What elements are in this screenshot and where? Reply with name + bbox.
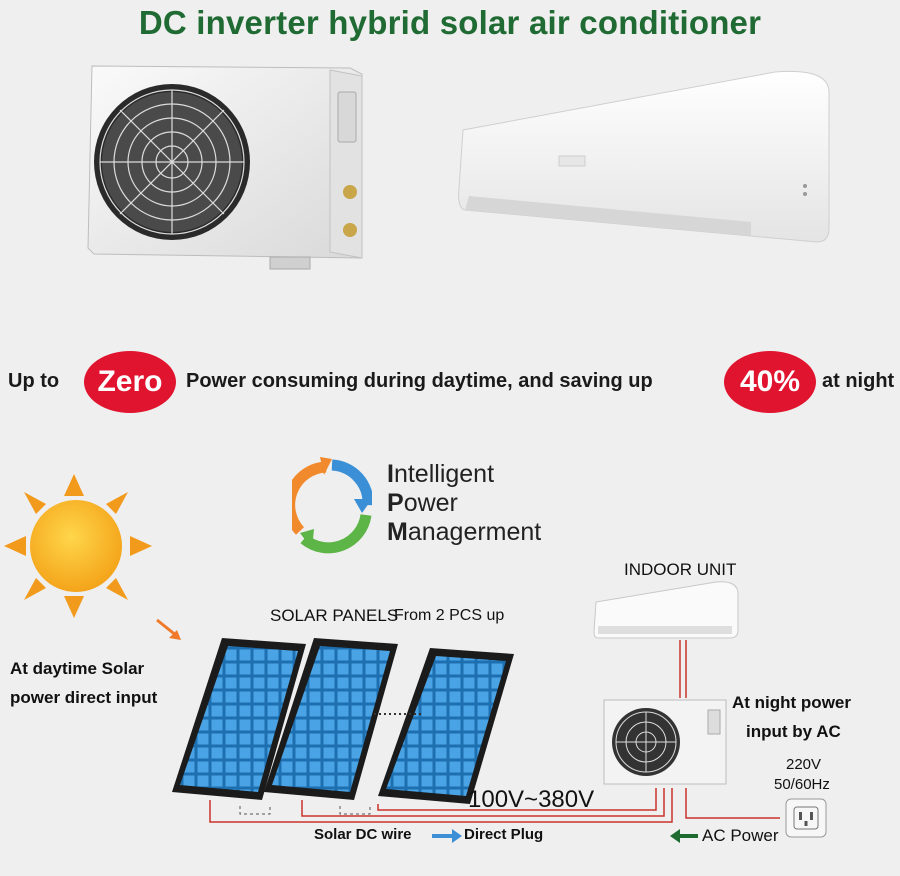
- ac-frequency: 50/60Hz: [774, 776, 830, 793]
- solar-panel-3: [378, 648, 514, 804]
- ipm-word-power: ower: [403, 489, 458, 517]
- direct-plug-arrow-icon: [432, 829, 462, 843]
- ac-power-label: AC Power: [702, 826, 779, 845]
- indoor-unit-label: INDOOR UNIT: [624, 560, 737, 579]
- night-label-line2: input by AC: [746, 722, 841, 741]
- ipm-initial-m: M: [387, 518, 408, 546]
- recycle-icon: [292, 457, 372, 554]
- sun-icon: [4, 474, 152, 618]
- diagram-indoor-unit-image: [593, 581, 739, 639]
- night-label-line1: At night power: [732, 693, 851, 712]
- ipm-word-intelligent: ntelligent: [393, 460, 495, 488]
- voltage-range: 100V~380V: [468, 786, 595, 813]
- indoor-unit-image: [458, 70, 830, 243]
- solar-panel-2: [264, 638, 398, 800]
- direct-plug-label: Direct Plug: [464, 826, 544, 843]
- solar-panels-label: SOLAR PANELS: [270, 606, 399, 625]
- solar-panels-note: From 2 PCS up: [394, 607, 505, 624]
- solar-panels-image: [172, 638, 514, 804]
- slogan-suffix: at night: [822, 370, 895, 392]
- ac-voltage: 220V: [786, 756, 822, 773]
- wiring-diagram: [209, 640, 780, 823]
- ipm-initial-i: I: [387, 460, 394, 488]
- diagram-outdoor-unit-image: [603, 699, 727, 785]
- zero-badge: Zero: [84, 351, 176, 413]
- daytime-label-line2: power direct input: [10, 688, 158, 707]
- daytime-label-line1: At daytime Solar: [10, 659, 145, 678]
- ipm-initial-p: P: [387, 489, 404, 517]
- percent-badge: 40%: [724, 351, 816, 413]
- page-title: DC inverter hybrid solar air conditioner: [138, 4, 762, 41]
- solar-dc-wire-label: Solar DC wire: [314, 826, 412, 843]
- outdoor-unit-image: [87, 65, 363, 270]
- slogan-prefix: Up to: [8, 370, 60, 392]
- solar-panel-1: [172, 638, 306, 800]
- slogan-middle: Power consuming during daytime, and savi…: [186, 370, 653, 392]
- ac-power-arrow-icon: [670, 829, 698, 843]
- ipm-word-management: anagerment: [407, 518, 542, 546]
- ipm-text: Intelligent Power Managerment: [387, 460, 541, 547]
- wall-socket-icon: [785, 798, 827, 838]
- sun-arrow-icon: [156, 618, 181, 640]
